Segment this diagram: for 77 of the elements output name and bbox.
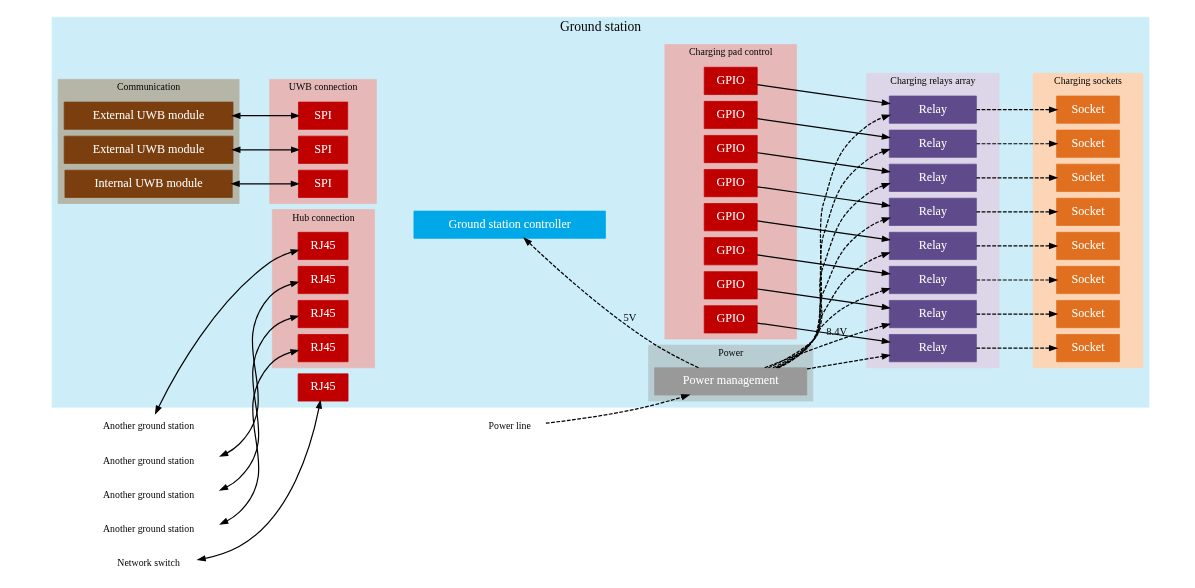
arrow	[231, 146, 301, 154]
node-box: SPI	[298, 135, 349, 164]
node-box: Socket	[1056, 163, 1120, 192]
arrow	[756, 220, 891, 242]
arrow	[545, 394, 691, 424]
node-box: GPIO	[703, 271, 758, 300]
node-box: Socket	[1056, 197, 1120, 226]
node-box: GPIO	[703, 169, 758, 198]
node-box: Relay	[888, 163, 977, 192]
arrow	[975, 140, 1059, 147]
node-box: External UWB module	[63, 135, 234, 164]
node-box: SPI	[298, 101, 349, 130]
node-box: Power management	[654, 367, 808, 396]
arrow	[764, 323, 892, 369]
arrow	[975, 310, 1059, 318]
arrow	[230, 180, 301, 188]
node-box: RJ45	[297, 373, 349, 402]
node-box: Socket	[1056, 129, 1120, 158]
node-box: RJ45	[297, 231, 349, 260]
arrow	[231, 112, 301, 119]
node-box: RJ45	[297, 334, 349, 363]
node-box: Relay	[888, 95, 977, 124]
arrow	[756, 84, 891, 106]
arrow	[776, 183, 891, 369]
edge-label: 8.4V	[826, 325, 848, 337]
arrow	[975, 276, 1059, 284]
node-box: Socket	[1056, 266, 1120, 294]
node-box: Ground station controller	[413, 210, 606, 239]
arrow	[767, 287, 891, 369]
node-text: Another ground station	[103, 420, 195, 432]
arrow	[975, 106, 1059, 113]
arrow	[756, 152, 891, 174]
arrow	[975, 242, 1059, 250]
arrow	[218, 315, 300, 491]
arrow	[756, 254, 891, 276]
arrow	[756, 186, 891, 208]
node-box: Relay	[888, 266, 977, 294]
arrow	[775, 217, 891, 369]
node-box: GPIO	[703, 66, 758, 95]
arrow	[196, 399, 323, 562]
arrow	[975, 174, 1059, 182]
node-box: Relay	[888, 129, 977, 158]
node-box: GPIO	[703, 135, 758, 164]
arrow	[975, 208, 1059, 216]
node-text: Network switch	[117, 556, 180, 568]
node-box: Socket	[1056, 300, 1120, 329]
node-box: RJ45	[297, 266, 349, 294]
arrow	[756, 288, 891, 311]
arrow	[219, 281, 300, 457]
node-text: Power line	[488, 420, 531, 432]
arrow	[219, 349, 300, 525]
arrow	[772, 252, 891, 369]
arrow	[154, 249, 300, 415]
node-box: RJ45	[297, 300, 349, 329]
node-box: External UWB module	[63, 101, 234, 130]
node-box: Relay	[888, 197, 977, 226]
node-box: GPIO	[703, 237, 758, 266]
node-box: Socket	[1056, 334, 1120, 363]
arrow	[806, 353, 891, 370]
node-box: Internal UWB module	[64, 169, 233, 198]
arrow	[756, 118, 891, 140]
node-box: SPI	[298, 169, 349, 198]
node-text: Another ground station	[103, 488, 195, 500]
arrow	[756, 322, 891, 345]
node-box: Relay	[888, 231, 977, 260]
node-box: Socket	[1056, 231, 1120, 260]
arrow	[523, 237, 700, 369]
node-box: Relay	[888, 334, 977, 363]
node-box: GPIO	[703, 203, 758, 232]
node-text: Another ground station	[103, 454, 195, 466]
node-box: GPIO	[703, 305, 758, 334]
node-box: Relay	[888, 300, 977, 329]
node-text: Another ground station	[103, 522, 195, 534]
edge-label: 5V	[623, 312, 637, 324]
arrow	[975, 344, 1059, 352]
node-box: GPIO	[703, 100, 758, 129]
node-box: Socket	[1056, 95, 1120, 124]
